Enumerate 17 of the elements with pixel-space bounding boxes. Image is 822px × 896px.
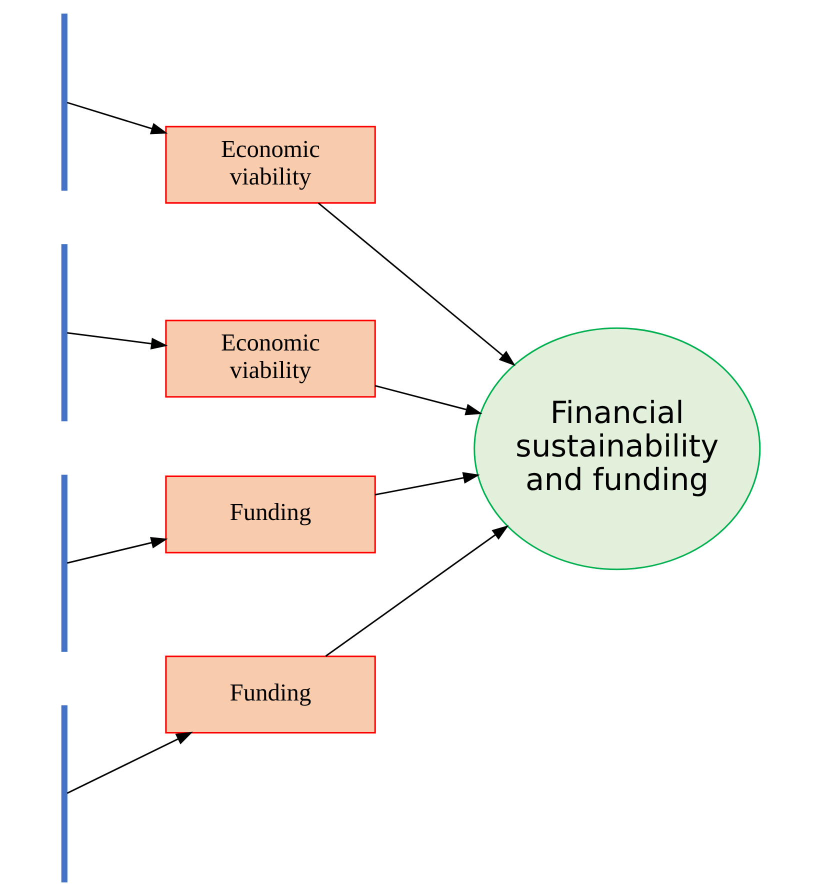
arrow — [325, 525, 509, 657]
node-box: Economic viability — [165, 320, 376, 398]
arrow — [66, 732, 193, 794]
arrow — [67, 536, 168, 564]
node-bar — [61, 14, 68, 191]
node-bar — [61, 474, 68, 652]
node-bar — [61, 705, 68, 882]
arrow — [67, 332, 168, 350]
arrow — [374, 384, 482, 416]
node-box: Funding — [165, 475, 376, 554]
node-ellipse: Financial sustainability and funding — [474, 327, 761, 570]
arrow — [375, 472, 480, 496]
node-box: Funding — [165, 656, 376, 734]
node-box: Economic viability — [165, 126, 376, 204]
node-bar — [61, 244, 68, 422]
arrow — [67, 102, 168, 134]
arrow — [318, 202, 516, 366]
